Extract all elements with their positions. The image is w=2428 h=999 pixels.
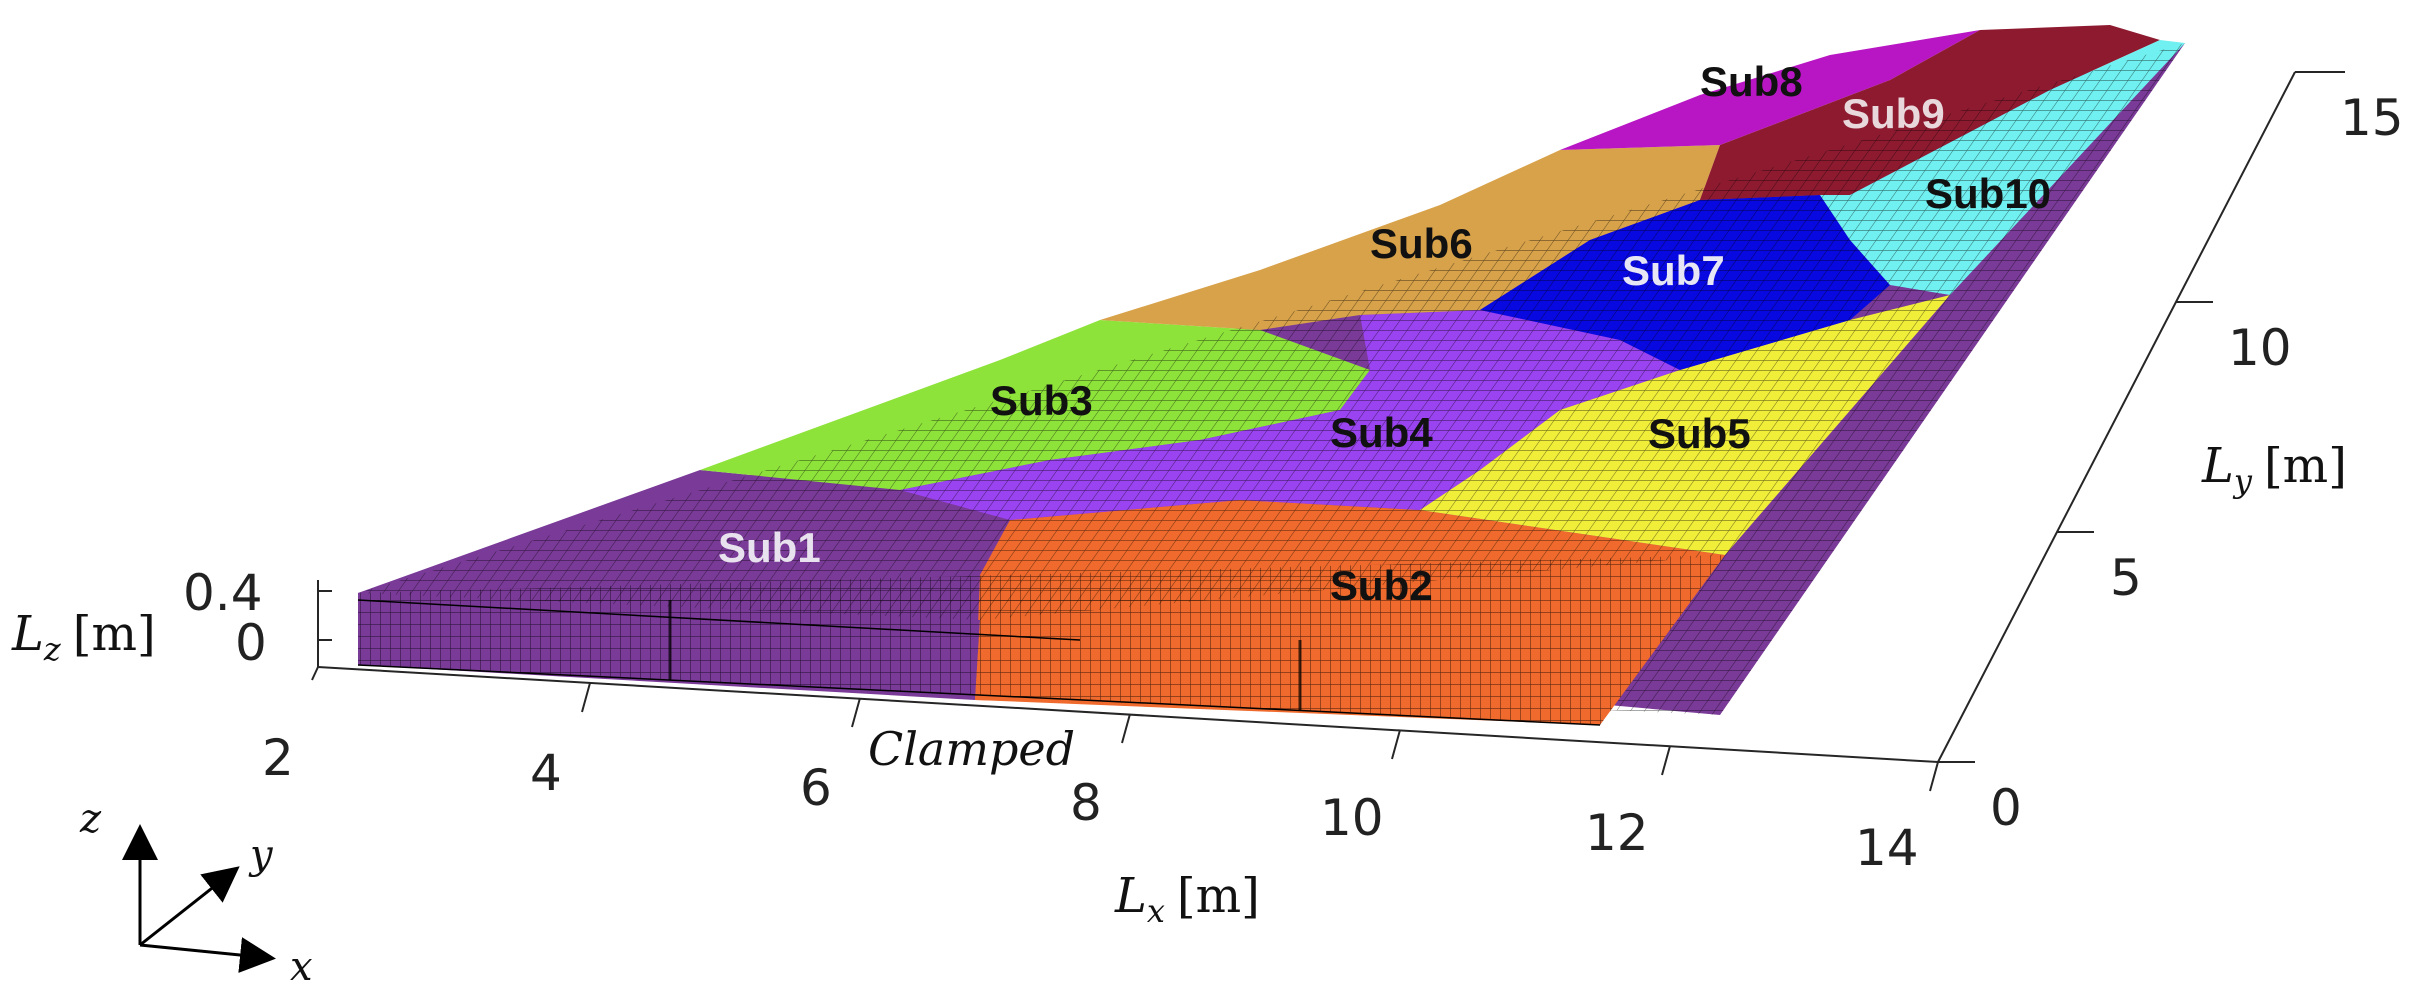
- x-tick-label: 8: [1070, 774, 1102, 832]
- sub3-label: Sub3: [990, 377, 1093, 424]
- sub6-label: Sub6: [1370, 220, 1473, 267]
- x-tick-label: 14: [1855, 819, 1919, 877]
- sub5-label: Sub5: [1648, 410, 1751, 457]
- clamped-label: Clamped: [868, 722, 1075, 776]
- z-tick-label: 0: [235, 614, 267, 672]
- coordinate-triad: [122, 824, 276, 973]
- y-tick-label: 10: [2228, 319, 2292, 377]
- x-tick-label: 4: [530, 744, 562, 802]
- triad-x-arrow: [139, 937, 276, 973]
- top-surface-mesh: [358, 43, 2185, 715]
- sub1-label: Sub1: [718, 524, 821, 571]
- triad-y-arrow: [139, 866, 240, 947]
- y-tick-label: 15: [2340, 89, 2404, 147]
- sub2-label: Sub2: [1330, 562, 1433, 609]
- y-tick-label: 5: [2110, 549, 2142, 607]
- wing-root-face: [357, 555, 1725, 726]
- x-tick-labels: 2 4 6 8 10 12 14: [262, 729, 1919, 877]
- x-tick-label: 6: [800, 759, 832, 817]
- x-axis-title: Lx[m]: [1114, 868, 1260, 930]
- z-axis-ticks: [318, 590, 332, 641]
- sub10-label: Sub10: [1925, 170, 2051, 217]
- y-axis-title: Ly[m]: [2201, 438, 2347, 500]
- root-edge-bottom: [357, 664, 1601, 726]
- triad-z-label: z: [79, 796, 102, 842]
- x-axis-ticks: [311, 666, 1939, 792]
- x-axis-line: [317, 666, 1939, 763]
- wing-top-surface: [358, 25, 2185, 715]
- x-tick-label: 10: [1320, 789, 1384, 847]
- subdomain-labels: Sub1 Sub2 Sub3 Sub4 Sub5 Sub6 Sub7 Sub8 …: [718, 58, 2051, 609]
- y-tick-labels: 0 5 10 15: [1990, 89, 2404, 837]
- x-tick-label: 2: [262, 729, 294, 787]
- sub8-region: [1560, 30, 1980, 150]
- sub8-label: Sub8: [1700, 58, 1803, 105]
- y-axis-line: [1937, 71, 2296, 763]
- root-face-mesh: [358, 555, 1725, 725]
- root-edge-top: [357, 599, 1081, 641]
- sub6-region: [1100, 145, 1720, 330]
- sub7-label: Sub7: [1622, 247, 1725, 294]
- sub9-label: Sub9: [1842, 90, 1945, 137]
- x-tick-label: 12: [1585, 804, 1649, 862]
- z-tick-labels: 0.4 0: [183, 564, 267, 672]
- triad-y-label: y: [248, 832, 274, 878]
- y-tick-label: 0: [1990, 779, 2022, 837]
- sub4-label: Sub4: [1330, 409, 1433, 456]
- z-tick-label: 0.4: [183, 564, 263, 622]
- y-axis-ticks: [1938, 71, 2332, 763]
- z-axis-title: Lz[m]: [11, 606, 156, 668]
- triad-x-label: x: [290, 944, 313, 990]
